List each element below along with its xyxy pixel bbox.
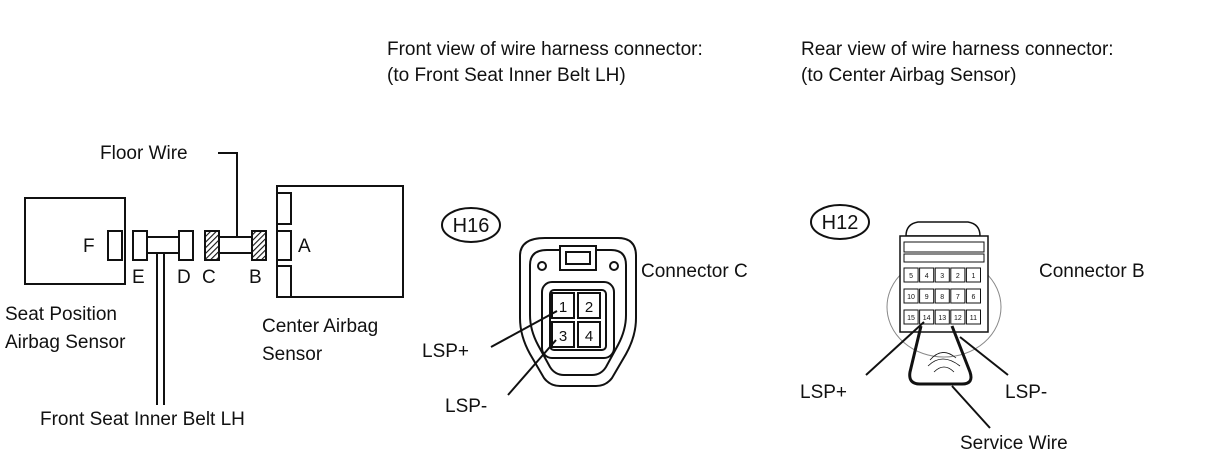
connector-d: [178, 230, 194, 261]
connector-b-cap: [905, 221, 981, 237]
connector-b-pin-cell: [934, 288, 950, 304]
service-wire-strand-1: [929, 352, 957, 361]
connector-b-pin-number: 15: [907, 315, 915, 322]
connector-c-hatched: [204, 230, 220, 261]
connector-b-pin-grid: 5 4 3 2 1 10 9 8 7 6 15 14 13 12 11: [903, 267, 982, 325]
connector-c-pin-1: 1: [559, 299, 567, 316]
connector-b-pin-number: 9: [925, 294, 929, 301]
connector-c-pin-cell-4: [577, 321, 601, 348]
connector-c-code-badge: [441, 207, 501, 243]
connector-b-code: H12: [822, 212, 859, 234]
letter-e: E: [132, 267, 145, 288]
floor-wire-leader: [218, 152, 238, 237]
letter-f: F: [83, 236, 95, 257]
connector-b-lsp-plus-leader: [865, 321, 925, 376]
front-seat-belt-label: Front Seat Inner Belt LH: [40, 409, 245, 430]
connector-b-pin-cell: [965, 309, 982, 325]
connector-b-pin-number: 11: [970, 315, 977, 322]
connector-c-pin-cell-1: [551, 292, 575, 319]
center-sensor-slot-3: [276, 265, 292, 298]
connector-b-pin-number: 7: [956, 294, 960, 301]
connector-b-pin-number: 13: [938, 315, 946, 322]
connector-c-pin-cell-3: [551, 321, 575, 348]
connector-b-ridge-2: [903, 253, 985, 263]
connector-c-hole-right: [609, 261, 619, 271]
connector-b-pin-cell: [950, 288, 966, 304]
service-wire-loop: [908, 325, 973, 386]
floor-wire-label: Floor Wire: [100, 143, 188, 164]
connector-b-lsp-minus-leader: [959, 336, 1009, 376]
connector-c-lsp-minus-leader: [507, 339, 557, 396]
connector-b-pin-cell: [919, 309, 935, 325]
center-airbag-sensor-box: [276, 185, 404, 298]
connector-c-pin-4: 4: [585, 328, 593, 345]
connector-b-code-badge: [810, 204, 870, 240]
connector-b-pin-number: 8: [940, 294, 944, 301]
connector-b-pin-number: 14: [923, 315, 931, 322]
connector-b-pin-cell: [934, 309, 950, 325]
center-sensor-label-line1: Center Airbag: [262, 316, 378, 337]
connector-b-pin-cell: [950, 309, 966, 325]
connector-b-pin-number: 3: [940, 273, 944, 280]
connector-c-pin-3: 3: [559, 328, 567, 345]
connector-b-pin-cell: [965, 267, 982, 283]
wiring-schematic: [24, 152, 404, 405]
rear-view-header: Rear view of wire harness connector:: [801, 39, 1114, 60]
connector-c-lsp-minus: LSP-: [445, 396, 487, 417]
connector-b-pin-number: 5: [909, 273, 913, 280]
connector-b-lsp-plus: LSP+: [800, 382, 847, 403]
connector-b-lsp-minus: LSP-: [1005, 382, 1047, 403]
connector-b-hatched: [251, 230, 267, 261]
connector-c-latch-slot: [565, 251, 591, 265]
connector-b-pin-cell: [903, 267, 919, 283]
connector-b-pin-cell: [919, 288, 935, 304]
center-sensor-slot-a: [276, 230, 292, 261]
connector-b-pin-number: 6: [971, 294, 975, 301]
connector-c-code: H16: [453, 215, 490, 237]
letter-a: A: [298, 236, 311, 257]
connector-c-title: Connector C: [641, 261, 748, 282]
connector-c-pin-cell-2: [577, 292, 601, 319]
seat-sensor-label-line2: Airbag Sensor: [5, 332, 126, 353]
service-wire-strand-3: [933, 366, 955, 373]
connector-b-pin-number: 1: [971, 273, 975, 280]
connector-f: [107, 230, 123, 261]
connector-b-pin-number: 10: [907, 294, 915, 301]
connector-c-lsp-plus: LSP+: [422, 341, 469, 362]
connector-c-drawing: [519, 237, 637, 387]
connector-b-pin-cell: [903, 288, 919, 304]
connector-b-ridge-1: [903, 241, 985, 253]
front-view-header: Front view of wire harness connector:: [387, 39, 703, 60]
letter-d: D: [177, 267, 191, 288]
connector-b-pin-cell: [919, 267, 935, 283]
connector-c-hole-left: [537, 261, 547, 271]
connector-e: [132, 230, 148, 261]
connector-b-pin-cell: [950, 267, 966, 283]
front-view-subheader: (to Front Seat Inner Belt LH): [387, 65, 626, 86]
center-sensor-label-line2: Sensor: [262, 344, 323, 365]
connector-c-lsp-plus-leader: [490, 310, 558, 348]
letter-b: B: [249, 267, 262, 288]
connector-b-pin-cell: [965, 288, 982, 304]
connector-b-pin-number: 4: [925, 273, 929, 280]
connector-b-pin-number: 2: [956, 273, 960, 280]
service-wire-strand-2: [927, 358, 961, 367]
connector-b-service-wire-drawing: [865, 321, 1009, 429]
service-wire-label: Service Wire: [960, 433, 1068, 454]
rear-view-subheader: (to Center Airbag Sensor): [801, 65, 1016, 86]
connector-b-pin-number: 12: [954, 315, 962, 322]
connector-b-pin-cell: [903, 309, 919, 325]
connector-b-title: Connector B: [1039, 261, 1145, 282]
seat-sensor-label-line1: Seat Position: [5, 304, 117, 325]
service-wire-leader: [951, 385, 991, 429]
connector-c-pin-2: 2: [585, 299, 593, 316]
center-sensor-slot-1: [276, 192, 292, 225]
letter-c: C: [202, 267, 216, 288]
connector-b-pin-cell: [934, 267, 950, 283]
